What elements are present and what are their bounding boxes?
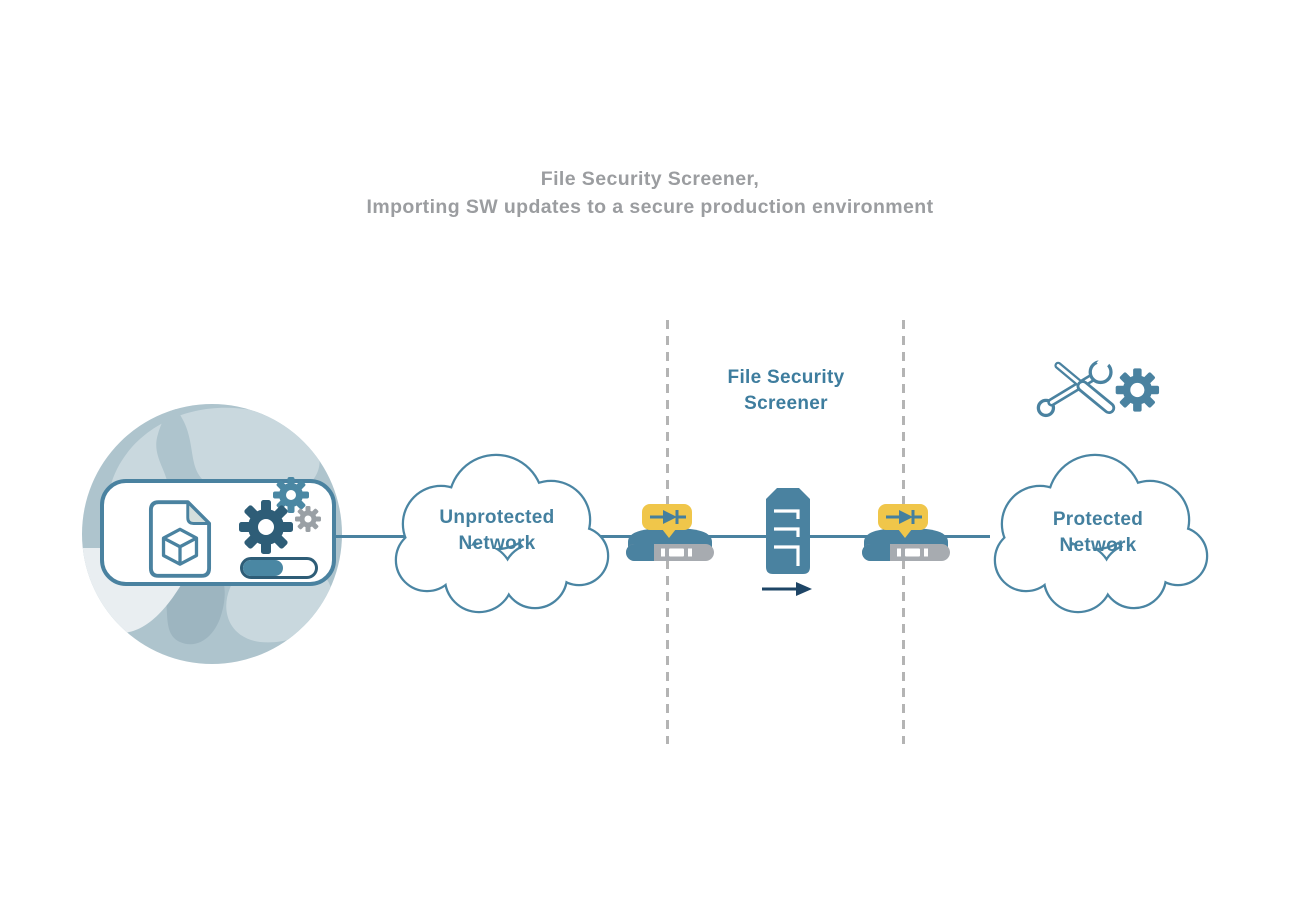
protected-network-label: Protected Network bbox=[992, 507, 1204, 559]
diode-badge-icon bbox=[642, 504, 692, 538]
screener-server-icon bbox=[766, 488, 810, 574]
medium-gear-icon bbox=[273, 477, 309, 513]
protected-label-line1: Protected bbox=[1052, 509, 1144, 530]
data-diode-device-icon bbox=[862, 504, 950, 561]
file-security-screener-label: File Security Screener bbox=[666, 365, 906, 417]
protected-network-cloud bbox=[993, 453, 1209, 614]
screwdriver-icon bbox=[1054, 361, 1116, 415]
big-gear-icon bbox=[239, 500, 293, 554]
protected-label-line2: Network bbox=[1059, 535, 1137, 556]
software-update-panel bbox=[100, 477, 336, 586]
screener-label-line2: Screener bbox=[744, 393, 828, 414]
update-gears-icon bbox=[239, 477, 321, 554]
diagram-title-line1: File Security Screener, bbox=[540, 168, 760, 190]
unprotected-network-cloud bbox=[394, 453, 610, 614]
one-way-flow-arrow-icon bbox=[762, 582, 812, 596]
software-package-file-icon bbox=[148, 500, 212, 578]
maintenance-tools-icon bbox=[1036, 358, 1160, 418]
wrench-icon bbox=[1036, 358, 1113, 418]
download-progress-bar bbox=[240, 557, 318, 579]
diagram-title: File Security Screener, Importing SW upd… bbox=[150, 166, 1150, 221]
diagram-title-line2: Importing SW updates to a secure product… bbox=[366, 195, 934, 218]
settings-gear-icon bbox=[1115, 368, 1160, 412]
unprotected-label-line2: Network bbox=[458, 533, 536, 554]
data-diode-device-icon bbox=[626, 504, 714, 561]
unprotected-label-line1: Unprotected bbox=[439, 507, 555, 528]
unprotected-network-label: Unprotected Network bbox=[393, 505, 601, 557]
diode-badge-icon bbox=[878, 504, 928, 538]
screener-label-line1: File Security bbox=[727, 367, 845, 388]
small-gear-icon bbox=[295, 506, 321, 532]
download-progress-fill bbox=[243, 560, 283, 576]
